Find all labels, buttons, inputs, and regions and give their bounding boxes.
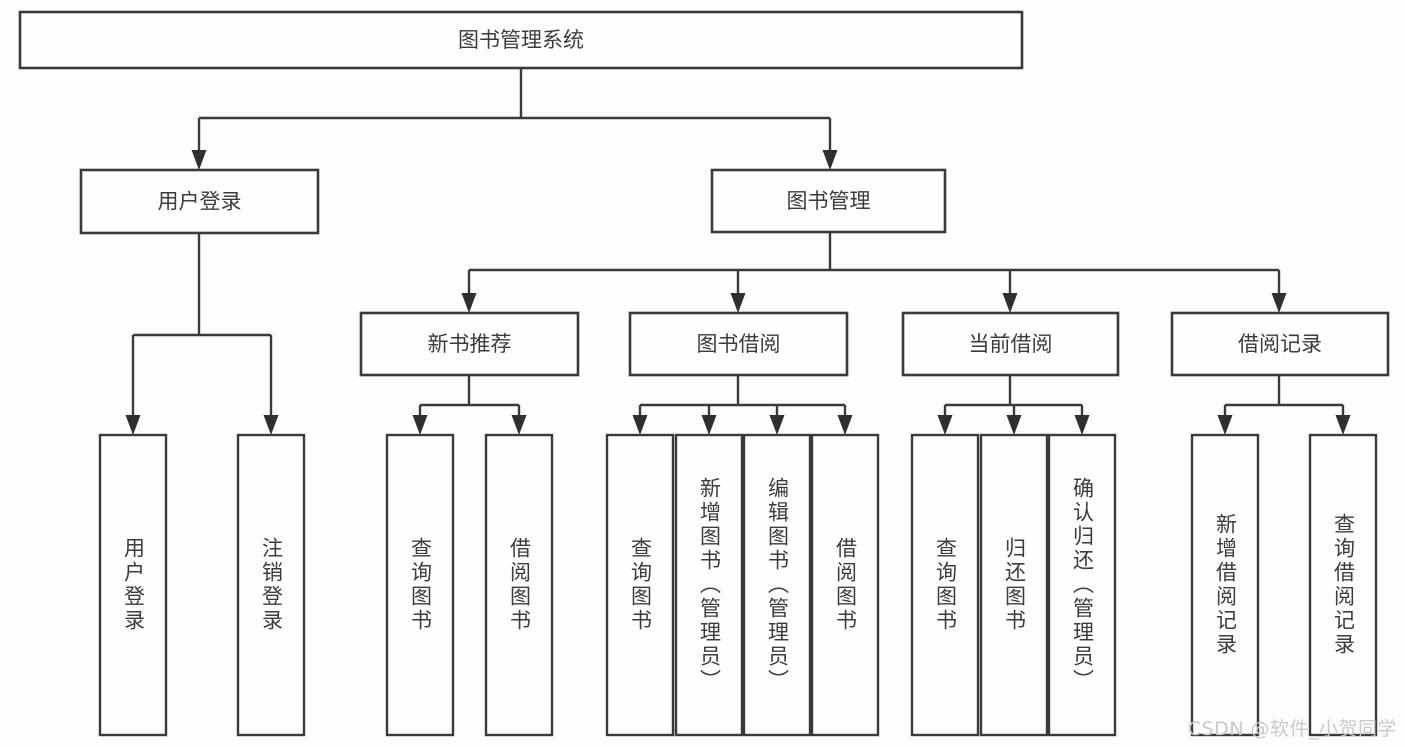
level3-label: 借阅记录 bbox=[1238, 332, 1322, 356]
arrow-down-icon-g0-0 bbox=[412, 415, 428, 435]
node-leaf-12[interactable] bbox=[1308, 433, 1378, 737]
leaf-box[interactable] bbox=[742, 433, 812, 737]
leaf-box[interactable] bbox=[98, 433, 168, 737]
arrow-down-icon-g1-0 bbox=[632, 415, 648, 435]
node-level3-2[interactable]: 当前借阅 bbox=[901, 311, 1120, 377]
level2-box[interactable] bbox=[710, 168, 947, 234]
node-leaf-1[interactable] bbox=[236, 433, 306, 737]
node-leaf-5[interactable] bbox=[674, 433, 744, 737]
arrow-down-icon-g1-3 bbox=[837, 415, 853, 435]
node-leaf-0[interactable] bbox=[98, 433, 168, 737]
level3-label: 图书借阅 bbox=[697, 332, 781, 356]
node-level2-0[interactable]: 用户登录 bbox=[79, 168, 320, 235]
leaf-box[interactable] bbox=[605, 433, 675, 737]
level3-box[interactable] bbox=[359, 311, 580, 377]
level3-label: 新书推荐 bbox=[428, 332, 512, 356]
node-level2-1[interactable]: 图书管理 bbox=[710, 168, 947, 234]
node-leaf-3[interactable] bbox=[484, 433, 554, 737]
level2-label: 用户登录 bbox=[158, 190, 242, 214]
arrow-down-icon-login-1 bbox=[263, 415, 279, 435]
node-leaf-9[interactable] bbox=[979, 433, 1049, 737]
node-leaf-6[interactable] bbox=[742, 433, 812, 737]
arrow-down-icon-root-1 bbox=[822, 150, 838, 170]
node-leaf-11[interactable] bbox=[1190, 433, 1260, 737]
arrow-down-icon-login-0 bbox=[125, 415, 141, 435]
node-level3-0[interactable]: 新书推荐 bbox=[359, 311, 580, 377]
arrow-down-icon-g3-1 bbox=[1335, 415, 1351, 435]
leaf-box[interactable] bbox=[910, 433, 980, 737]
node-leaf-8[interactable] bbox=[910, 433, 980, 737]
arrow-down-icon-manage-0 bbox=[461, 293, 477, 313]
leaf-box[interactable] bbox=[810, 433, 880, 737]
arrow-down-icon-g2-0 bbox=[937, 415, 953, 435]
node-level3-1[interactable]: 图书借阅 bbox=[628, 311, 849, 377]
level2-box[interactable] bbox=[79, 168, 320, 235]
node-leaf-2[interactable] bbox=[385, 433, 455, 737]
arrow-down-icon-g1-2 bbox=[769, 415, 785, 435]
leaf-box[interactable] bbox=[385, 433, 455, 737]
level2-label: 图书管理 bbox=[787, 189, 871, 213]
arrow-down-icon-g1-1 bbox=[701, 415, 717, 435]
leaf-box[interactable] bbox=[1308, 433, 1378, 737]
leaf-box[interactable] bbox=[236, 433, 306, 737]
node-leaf-7[interactable] bbox=[810, 433, 880, 737]
arrow-down-icon-manage-2 bbox=[1002, 293, 1018, 313]
arrow-down-icon-g2-1 bbox=[1006, 415, 1022, 435]
arrow-down-icon-manage-1 bbox=[730, 293, 746, 313]
arrow-down-icon-manage-3 bbox=[1271, 293, 1287, 313]
level3-label: 当前借阅 bbox=[969, 332, 1053, 356]
leaf-box[interactable] bbox=[484, 433, 554, 737]
leaf-box[interactable] bbox=[674, 433, 744, 737]
arrow-down-icon-root-0 bbox=[191, 150, 207, 170]
leaf-box[interactable] bbox=[1190, 433, 1260, 737]
node-leaf-4[interactable] bbox=[605, 433, 675, 737]
node-root[interactable]: 图书管理系统 bbox=[18, 10, 1024, 70]
leaf-box[interactable] bbox=[979, 433, 1049, 737]
root-label: 图书管理系统 bbox=[458, 28, 584, 52]
arrow-down-icon-g2-2 bbox=[1074, 415, 1090, 435]
leaf-box[interactable] bbox=[1047, 433, 1117, 737]
csdn-watermark: CSDN @软件_小贺同学 bbox=[1187, 718, 1397, 740]
node-level3-3[interactable]: 借阅记录 bbox=[1170, 311, 1390, 377]
node-leaf-10[interactable] bbox=[1047, 433, 1117, 737]
level3-box[interactable] bbox=[901, 311, 1120, 377]
root-box[interactable] bbox=[18, 10, 1024, 70]
arrow-down-icon-g3-0 bbox=[1217, 415, 1233, 435]
arrow-down-icon-g0-1 bbox=[511, 415, 527, 435]
